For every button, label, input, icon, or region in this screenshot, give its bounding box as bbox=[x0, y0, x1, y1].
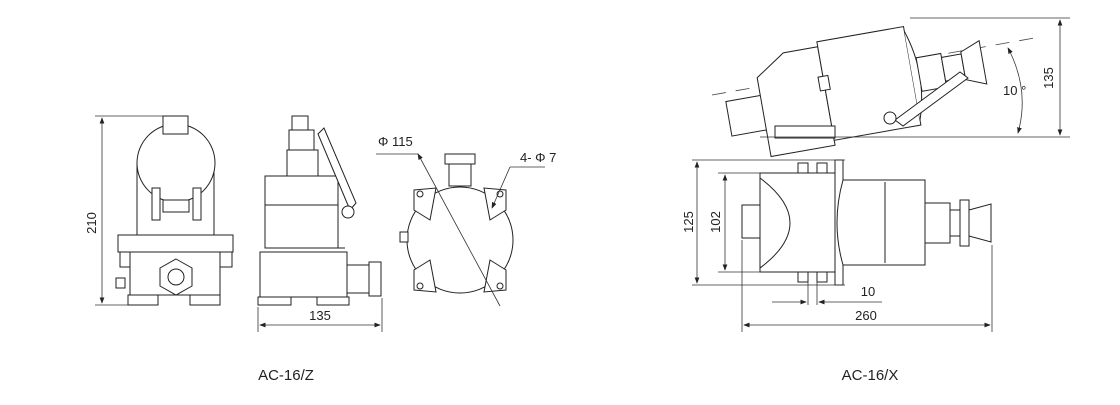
angled-view-x bbox=[711, 17, 1070, 158]
outer-width-dim: 125 bbox=[681, 211, 696, 233]
front-view-z bbox=[95, 115, 234, 306]
plan-view-z bbox=[376, 153, 545, 307]
width-dim-135: 135 bbox=[309, 308, 331, 323]
diameter-dim: Φ 115 bbox=[378, 134, 413, 149]
small-dim-10: 10 bbox=[861, 284, 875, 299]
model-label-z: AC-16/Z bbox=[258, 367, 314, 384]
inner-width-dim: 102 bbox=[708, 211, 723, 233]
model-label-x: AC-16/X bbox=[842, 367, 899, 384]
plan-view-x bbox=[692, 159, 993, 332]
length-dim-260: 260 bbox=[855, 308, 877, 323]
height-dim-135-x: 135 bbox=[1041, 67, 1056, 89]
side-view-z bbox=[257, 115, 383, 332]
hole-dim: 4- Φ 7 bbox=[520, 150, 556, 165]
height-dim-210: 210 bbox=[84, 212, 99, 234]
angle-dim: 10 ° bbox=[1003, 83, 1026, 98]
